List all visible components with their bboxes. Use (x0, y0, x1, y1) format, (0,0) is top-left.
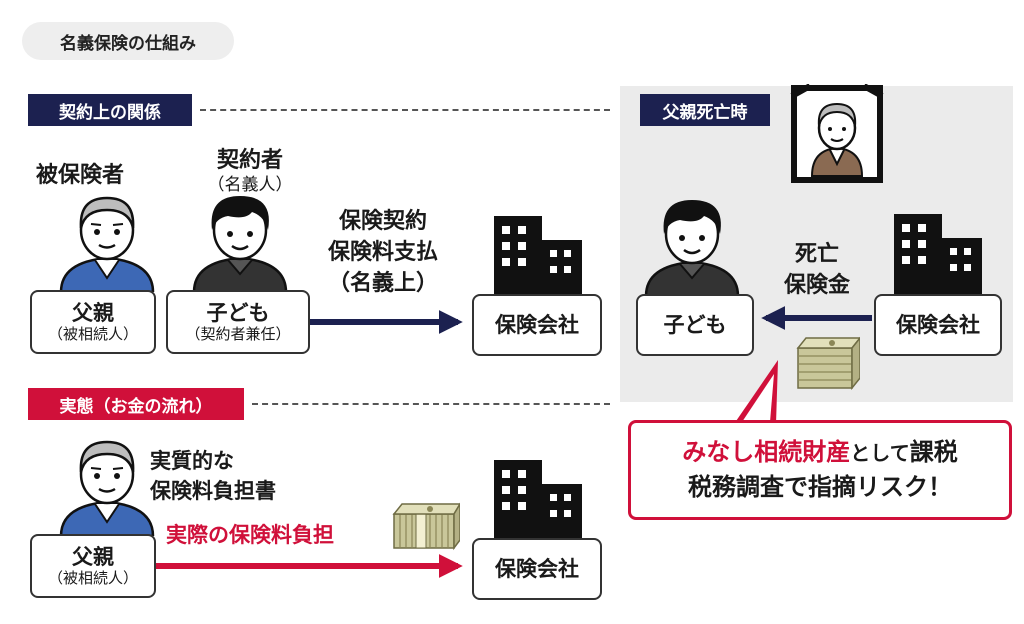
father-role: （被相続人） (47, 569, 138, 588)
contractor-sub-label: （名義人） (207, 175, 293, 195)
money-stack-icon (796, 336, 860, 391)
child-role: （契約者兼任） (185, 325, 291, 344)
building-icon (494, 460, 582, 540)
insurance-company-box-contract: 保険会社 (472, 294, 602, 356)
company-name: 保険会社 (495, 312, 579, 337)
divider-contract (200, 109, 610, 111)
child-box-contract: 子ども （契約者兼任） (166, 290, 310, 354)
building-icon (494, 216, 582, 296)
father-avatar-icon (59, 196, 155, 292)
divider-actual (252, 403, 610, 405)
section-label-death: 父親死亡時 (640, 94, 770, 126)
contractor-label: 契約者 (216, 148, 283, 173)
building-icon (894, 214, 982, 294)
child-avatar-icon (192, 196, 288, 292)
burden-line2: 保険料負担書 (150, 479, 276, 504)
warning-connector: として (850, 441, 910, 466)
benefit-line1: 死亡 (794, 242, 839, 267)
section-label-actual: 実態（お金の流れ） (28, 388, 244, 420)
actual-payment-arrow (156, 554, 463, 578)
warning-callout: みなし相続財産として課税 税務調査で指摘リスク！ (628, 420, 1012, 520)
death-benefit-arrow (761, 306, 872, 330)
benefit-line2: 保険金 (783, 272, 850, 298)
arrow-label-line1: 保険契約 (338, 209, 427, 234)
company-name: 保険会社 (495, 556, 579, 581)
father-avatar-icon (59, 440, 155, 536)
child-box-death: 子ども (636, 294, 754, 356)
contract-arrow-label: 保険契約 保険料支払 （名義上） (308, 207, 458, 299)
child-name: 子ども (206, 300, 270, 325)
father-role: （被相続人） (47, 325, 138, 344)
child-avatar-icon (644, 200, 740, 296)
warning-line1: みなし相続財産として課税 (682, 435, 957, 470)
section-label-contract: 契約上の関係 (28, 94, 192, 126)
memorial-portrait-icon (790, 84, 884, 183)
burden-line1: 実質的な (150, 449, 234, 473)
contract-payment-arrow (310, 310, 463, 334)
father-name: 父親 (72, 300, 114, 325)
death-benefit-label: 死亡 保険金 (762, 240, 872, 302)
diagram-title: 名義保険の仕組み (22, 22, 234, 60)
father-box-actual: 父親 （被相続人） (30, 534, 156, 598)
actual-arrow-label: 実際の保険料負担 (166, 523, 334, 547)
child-name: 子ども (663, 312, 727, 337)
money-stack-icon (392, 502, 460, 551)
insurance-company-box-death: 保険会社 (874, 294, 1002, 356)
father-box-contract: 父親 （被相続人） (30, 290, 156, 354)
arrow-label-line2: 保険料支払 (327, 239, 438, 265)
father-name: 父親 (72, 544, 114, 569)
warning-highlight: みなし相続財産 (682, 438, 851, 467)
warning-tax-word: 課税 (909, 438, 958, 467)
company-name: 保険会社 (896, 312, 980, 337)
actual-burden-label: 実質的な 保険料負担書 (150, 446, 276, 507)
arrow-label-line3: （名義上） (327, 270, 438, 296)
warning-pointer (734, 360, 778, 424)
warning-line2: 税務調査で指摘リスク！ (688, 473, 952, 501)
insured-label: 被保険者 (36, 163, 125, 188)
insurance-company-box-actual: 保険会社 (472, 538, 602, 600)
